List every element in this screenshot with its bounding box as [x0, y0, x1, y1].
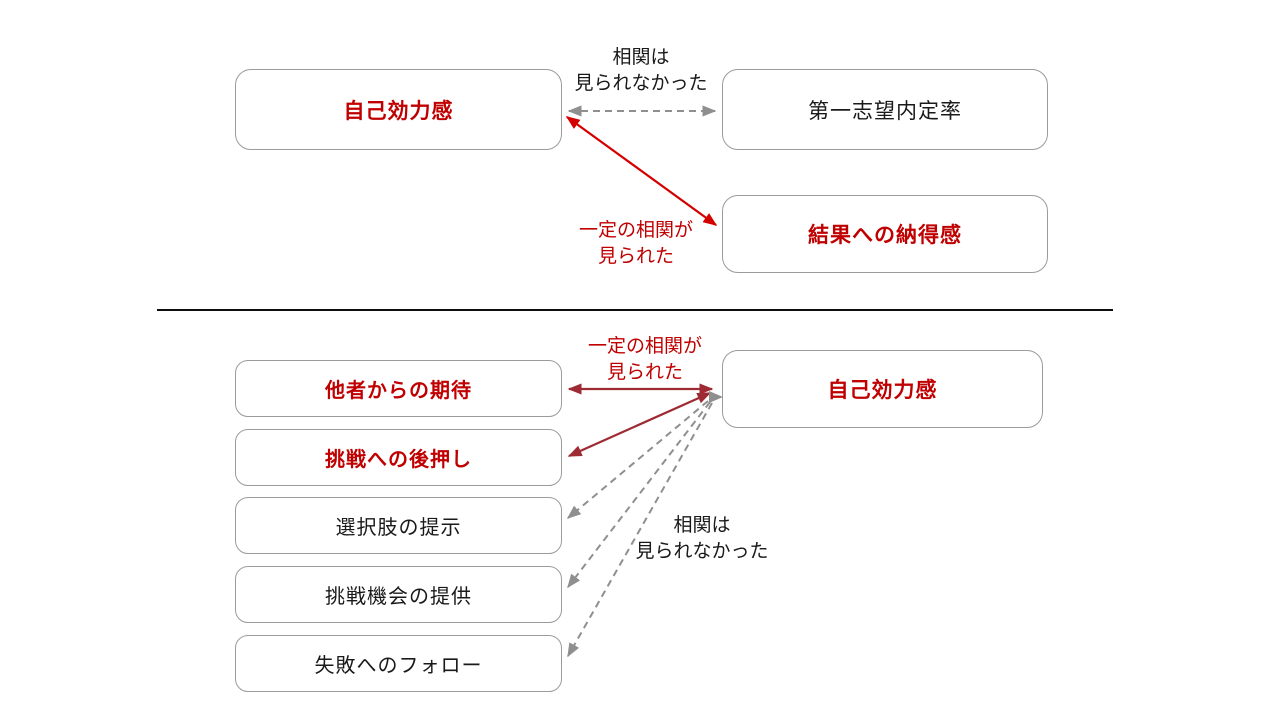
label-bottom-correlation-line1: 一定の相関が: [587, 336, 703, 357]
box-result-satisfaction-label: 結果への納得感: [808, 224, 962, 247]
section-divider: [157, 309, 1113, 311]
label-bottom-correlation: 一定の相関が 見られた: [588, 334, 702, 386]
box-result-satisfaction: 結果への納得感: [722, 195, 1048, 273]
label-bottom-no-correlation: 相関は 見られなかった: [635, 513, 768, 565]
arrow-bottom-no-correlation-options: [566, 400, 709, 519]
label-top-correlation-line2: 見られた: [597, 246, 675, 267]
box-presenting-options: 選択肢の提示: [235, 497, 562, 554]
box-expectation-from-others-label: 他者からの期待: [325, 380, 472, 402]
label-top-no-correlation-line2: 見られなかった: [574, 73, 708, 94]
label-top-correlation: 一定の相関が 見られた: [579, 218, 693, 270]
box-encouragement-to-challenge-label: 挑戦への後押し: [325, 449, 472, 471]
box-failure-followup-label: 失敗へのフォロー: [314, 655, 483, 677]
box-self-efficacy-top-label: 自己効力感: [343, 99, 454, 123]
box-encouragement-to-challenge: 挑戦への後押し: [235, 429, 562, 486]
box-first-choice-rate: 第一志望内定率: [722, 69, 1048, 150]
label-bottom-no-correlation-line2: 見られなかった: [635, 541, 769, 562]
label-top-no-correlation-line1: 相関は: [612, 47, 670, 68]
box-self-efficacy-bottom-label: 自己効力感: [827, 379, 938, 402]
box-first-choice-rate-label: 第一志望内定率: [808, 99, 962, 123]
box-presenting-options-label: 選択肢の提示: [335, 517, 462, 539]
arrow-top-correlation: [565, 116, 718, 226]
label-bottom-no-correlation-line1: 相関は: [673, 515, 731, 536]
label-top-no-correlation: 相関は 見られなかった: [574, 45, 707, 97]
box-failure-followup: 失敗へのフォロー: [235, 635, 562, 692]
arrow-bottom-correlation-encouragement: [567, 391, 712, 458]
box-self-efficacy-top: 自己効力感: [235, 69, 562, 150]
gray-arrowhead-into-self-efficacy-icon: [709, 391, 723, 403]
label-top-correlation-line1: 一定の相関が: [578, 220, 694, 241]
box-providing-opportunities-label: 挑戦機会の提供: [325, 586, 472, 608]
label-bottom-correlation-line2: 見られた: [606, 362, 684, 383]
box-self-efficacy-bottom: 自己効力感: [722, 350, 1043, 428]
box-expectation-from-others: 他者からの期待: [235, 360, 562, 417]
box-providing-opportunities: 挑戦機会の提供: [235, 566, 562, 623]
